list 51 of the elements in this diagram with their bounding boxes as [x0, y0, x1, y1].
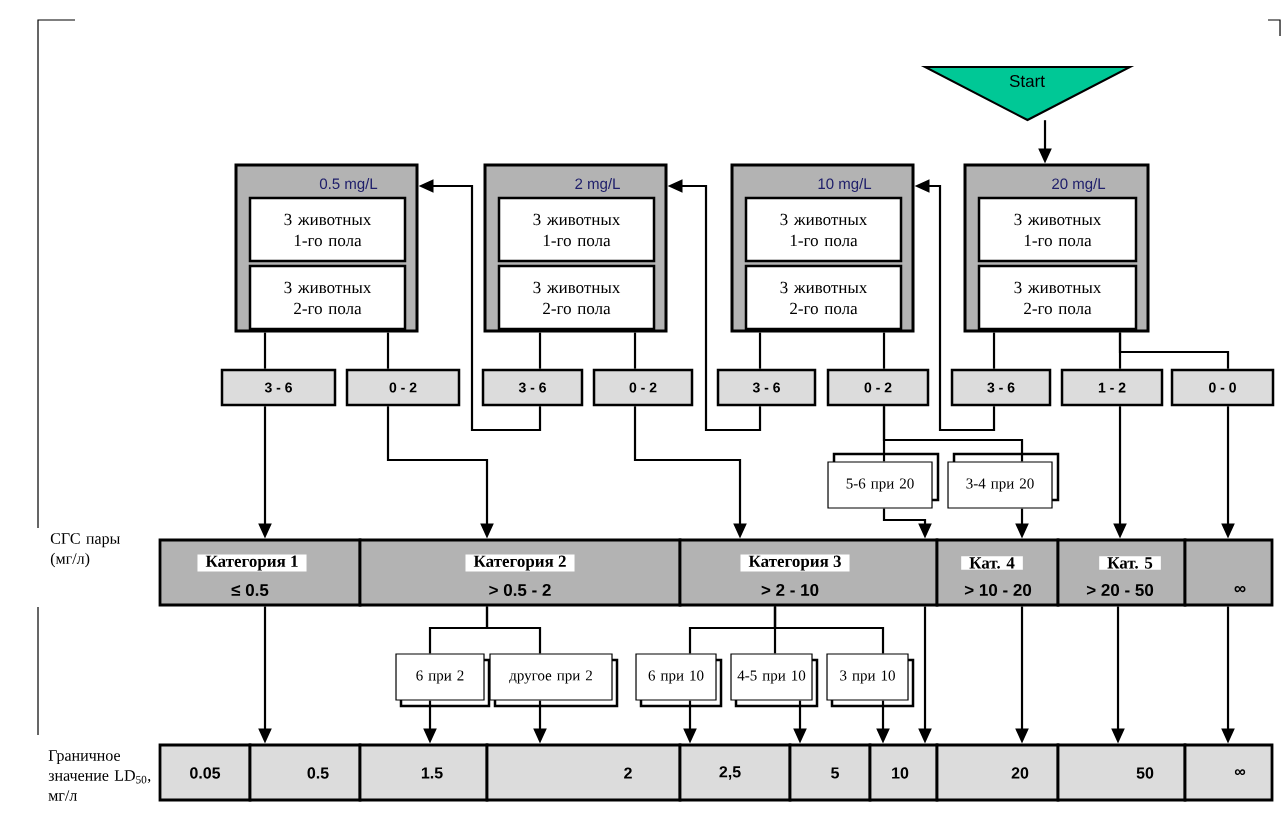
- result-box: 0 - 2: [345, 368, 461, 407]
- limit-value-cell: 20: [935, 743, 1060, 802]
- limit-value-cell: ∞: [1183, 743, 1274, 802]
- result-box: 3 - 6: [716, 368, 817, 407]
- result-box: 3 - 6: [220, 368, 337, 407]
- limit-value-cell: 50: [1056, 743, 1187, 802]
- sub-result-card: 5-6 при 20: [827, 452, 940, 509]
- connector-line: [882, 332, 886, 369]
- sub-result-card: 3 при 10: [826, 653, 915, 708]
- limit-value-cell: 0.05: [158, 743, 252, 802]
- result-box: 1 - 2: [1060, 368, 1164, 407]
- animal-group-box: 3 животных 2-го пола: [977, 264, 1138, 331]
- sub-result-card: 6 при 10: [635, 653, 723, 708]
- connector-line: [773, 606, 885, 654]
- sub-result-card: 4-5 при 10: [730, 653, 819, 708]
- limit-value-cell: 10: [868, 743, 939, 802]
- result-box: 3 - 6: [481, 368, 584, 407]
- connector-line: [263, 332, 267, 369]
- animal-group-box: 3 животных 2-го пола: [248, 264, 407, 331]
- connector-line: [386, 332, 390, 369]
- category-cell: Категория 1 ≤ 0.5: [158, 538, 362, 607]
- limit-value-cell: 0.5: [248, 743, 362, 802]
- sub-result-card: 6 при 2: [395, 653, 491, 708]
- animal-group-box: 3 животных 2-го пола: [744, 264, 903, 331]
- result-box: 3 - 6: [950, 368, 1052, 407]
- category-cell: ∞: [1183, 538, 1274, 607]
- limit-value-cell: 2: [485, 743, 682, 802]
- connector-line: [633, 332, 637, 369]
- sub-result-card: 3-4 при 20: [947, 452, 1060, 509]
- result-box: 0 - 2: [592, 368, 694, 407]
- sub-result-card: другое при 2: [489, 653, 619, 708]
- connector-line: [992, 332, 996, 369]
- category-cell: Категория 2 > 0.5 - 2: [358, 538, 682, 607]
- limit-value-cell: 1.5: [358, 743, 489, 802]
- connector-line: [1118, 332, 1230, 369]
- animal-group-box: 3 животных 1-го пола: [497, 196, 656, 263]
- result-box: 0 - 0: [1170, 368, 1275, 407]
- animal-group-box: 3 животных 1-го пола: [744, 196, 903, 263]
- connector-line: [485, 606, 542, 654]
- connector-line: [882, 406, 1024, 462]
- limit-value-cell: 2,5: [678, 743, 792, 802]
- category-cell: Кат. 4 > 10 - 20: [935, 538, 1060, 607]
- connector-line: [538, 332, 542, 369]
- axis-label: СГС пары (мг/л): [50, 533, 120, 568]
- limit-value-cell: 5: [788, 743, 872, 802]
- animal-group-box: 3 животных 2-го пола: [497, 264, 656, 331]
- category-cell: Кат. 5 > 20 - 50: [1056, 538, 1187, 607]
- animal-group-box: 3 животных 1-го пола: [977, 196, 1138, 263]
- animal-group-box: 3 животных 1-го пола: [248, 196, 407, 263]
- connector-line: [758, 332, 762, 369]
- result-box: 0 - 2: [826, 368, 930, 407]
